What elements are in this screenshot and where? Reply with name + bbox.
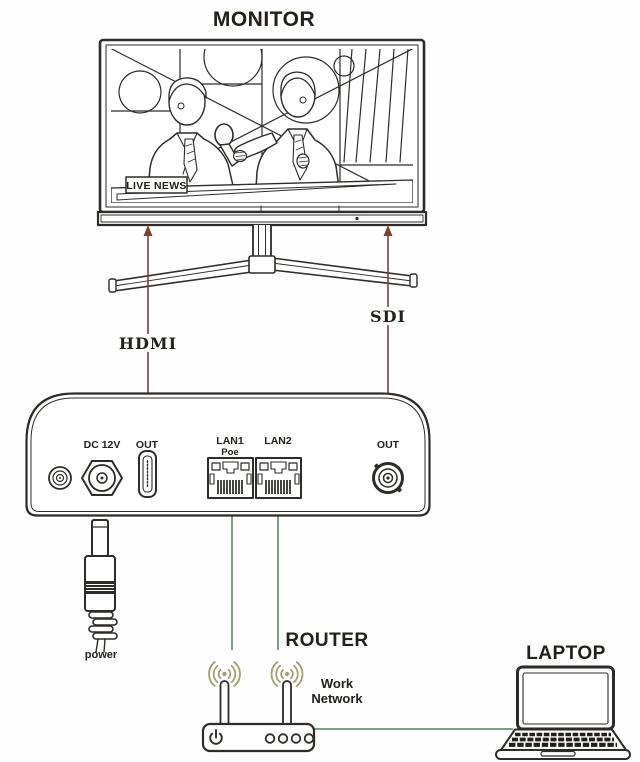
laptop-title: LAPTOP <box>526 643 606 664</box>
sdi-out-label: OUT <box>377 439 400 451</box>
monitor-illustration: LIVE NEWS <box>96 38 428 293</box>
decoder-device: DC 12V OUT LAN1 Poe LAN2 OUT <box>25 392 431 517</box>
lan-cable-lines <box>231 498 513 730</box>
wifi-signal-icon <box>208 660 241 688</box>
live-news-text: LIVE NEWS <box>126 180 186 192</box>
router-illustration <box>201 660 316 753</box>
router-led-lights <box>264 733 315 744</box>
hdmi-label: HDMI <box>119 334 177 353</box>
news-screen-scene: LIVE NEWS <box>111 49 413 203</box>
sdi-label: SDI <box>370 307 406 326</box>
aux-connector <box>48 466 72 490</box>
laptop-illustration <box>495 665 631 760</box>
power-led-dot <box>355 216 359 221</box>
hdmi-out-label: OUT <box>136 439 159 451</box>
lan1-label: LAN1 <box>216 435 244 447</box>
router-power-icon <box>209 729 223 745</box>
monitor-title: MONITOR <box>213 8 315 31</box>
laptop-trackpad-notch <box>540 750 576 757</box>
lan1-poe-label: Poe <box>221 447 238 458</box>
dc-jack <box>81 460 123 496</box>
dc-port-label: DC 12V <box>84 439 121 451</box>
live-news-banner: LIVE NEWS <box>125 176 188 194</box>
power-cable: power <box>84 519 118 661</box>
hdmi-out-port <box>138 450 157 498</box>
laptop-keyboard <box>509 732 617 747</box>
bnc-out-port <box>372 462 404 494</box>
lan2-label: LAN2 <box>264 435 292 447</box>
lan2-port <box>255 457 302 499</box>
router-antenna <box>219 680 230 728</box>
lan1-port <box>207 457 254 499</box>
power-label: power <box>85 649 118 661</box>
network-label-line2: Network <box>311 691 363 706</box>
wifi-signal-icon <box>270 660 304 688</box>
router-antenna <box>282 680 292 728</box>
monitor-stand <box>108 224 418 293</box>
network-label-line1: Work <box>321 676 354 691</box>
router-title: ROUTER <box>285 630 368 651</box>
